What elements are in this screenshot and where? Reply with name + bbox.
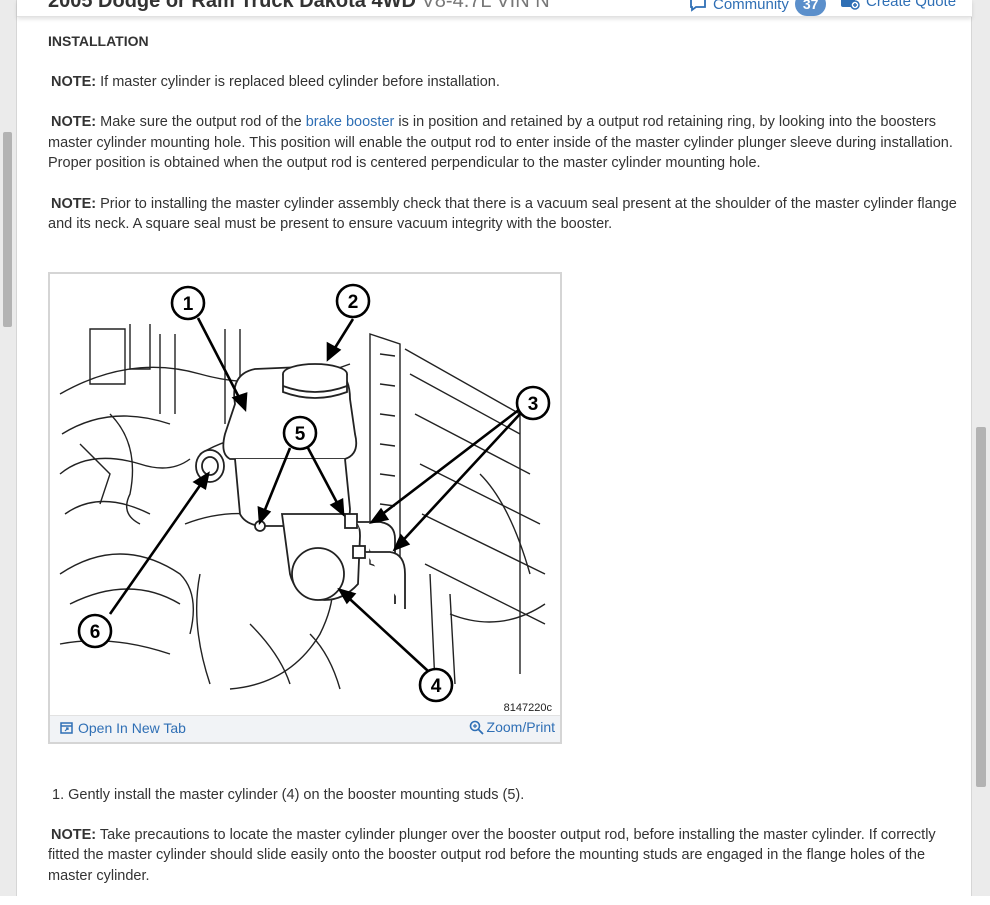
open-new-tab-icon [60,722,73,734]
master-cylinder-diagram: 1 2 3 4 5 6 [59,283,551,703]
callout-6: 6 [90,622,101,643]
note-text: Take precautions to locate the master cy… [48,826,936,884]
zoom-icon [469,720,484,735]
callout-3: 3 [528,394,539,415]
note-paragraph: NOTE: Make sure the output rod of the br… [48,112,958,174]
create-quote-label: Create Quote [866,0,957,10]
vehicle-name: 2005 Dodge or Ram Truck Dakota 4WD [48,0,416,12]
vehicle-engine: V8-4.7L VIN N [421,0,550,12]
callout-4: 4 [431,676,442,697]
section-heading: INSTALLATION [48,33,149,49]
diagram-figure: 1 2 3 4 5 6 8147220c Open In New Tab Zoo… [48,272,562,744]
add-quote-icon [841,0,860,10]
community-link[interactable]: Community 37 [689,0,827,16]
create-quote-link[interactable]: Create Quote [840,0,956,10]
installation-steps: 1. Gently install the master cylinder (4… [48,785,962,905]
step-item: 1. Gently install the master cylinder (4… [52,787,525,803]
note-paragraph: NOTE: Prior to installing the master cyl… [48,194,958,235]
figure-code: 8147220c [503,702,552,714]
zoom-print-label: Zoom/Print [486,719,555,735]
figure-toolbar: Open In New Tab Zoom/Print [50,715,560,742]
page-scrollbar-thumb[interactable] [976,427,986,787]
note-paragraph: NOTE: If master cylinder is replaced ble… [48,72,958,93]
left-scrollbar-thumb[interactable] [3,132,12,327]
vehicle-header: 2005 Dodge or Ram Truck Dakota 4WD V8-4.… [17,0,972,17]
article-content: INSTALLATION NOTE: If master cylinder is… [48,28,958,255]
community-label: Community [713,0,789,13]
note-label: NOTE: [51,826,97,843]
note-label: NOTE: [51,73,97,90]
note-text: is in position and retained by a output … [48,114,953,171]
callout-2: 2 [348,292,359,313]
community-count-badge: 37 [794,0,827,16]
brake-booster-link[interactable]: brake booster [305,114,395,130]
zoom-print-link[interactable]: Zoom/Print [469,719,555,735]
note-text: Prior to installing the master cylinder … [48,195,957,233]
note-text: If master cylinder is replaced bleed cyl… [96,73,500,90]
note-label: NOTE: [51,114,97,130]
page-scrollbar[interactable] [971,0,990,896]
note-text: Make sure the output rod of the [96,114,306,130]
callout-5: 5 [295,424,306,445]
note-paragraph: NOTE: Take precautions to locate the mas… [48,825,962,887]
open-in-new-tab-link[interactable]: Open In New Tab [60,720,186,736]
left-scrollbar[interactable] [0,0,17,896]
note-label: NOTE: [51,195,97,212]
vehicle-title: 2005 Dodge or Ram Truck Dakota 4WD V8-4.… [48,0,550,13]
chat-icon [690,0,706,12]
callout-1: 1 [183,294,194,315]
open-in-new-tab-label: Open In New Tab [78,720,186,736]
